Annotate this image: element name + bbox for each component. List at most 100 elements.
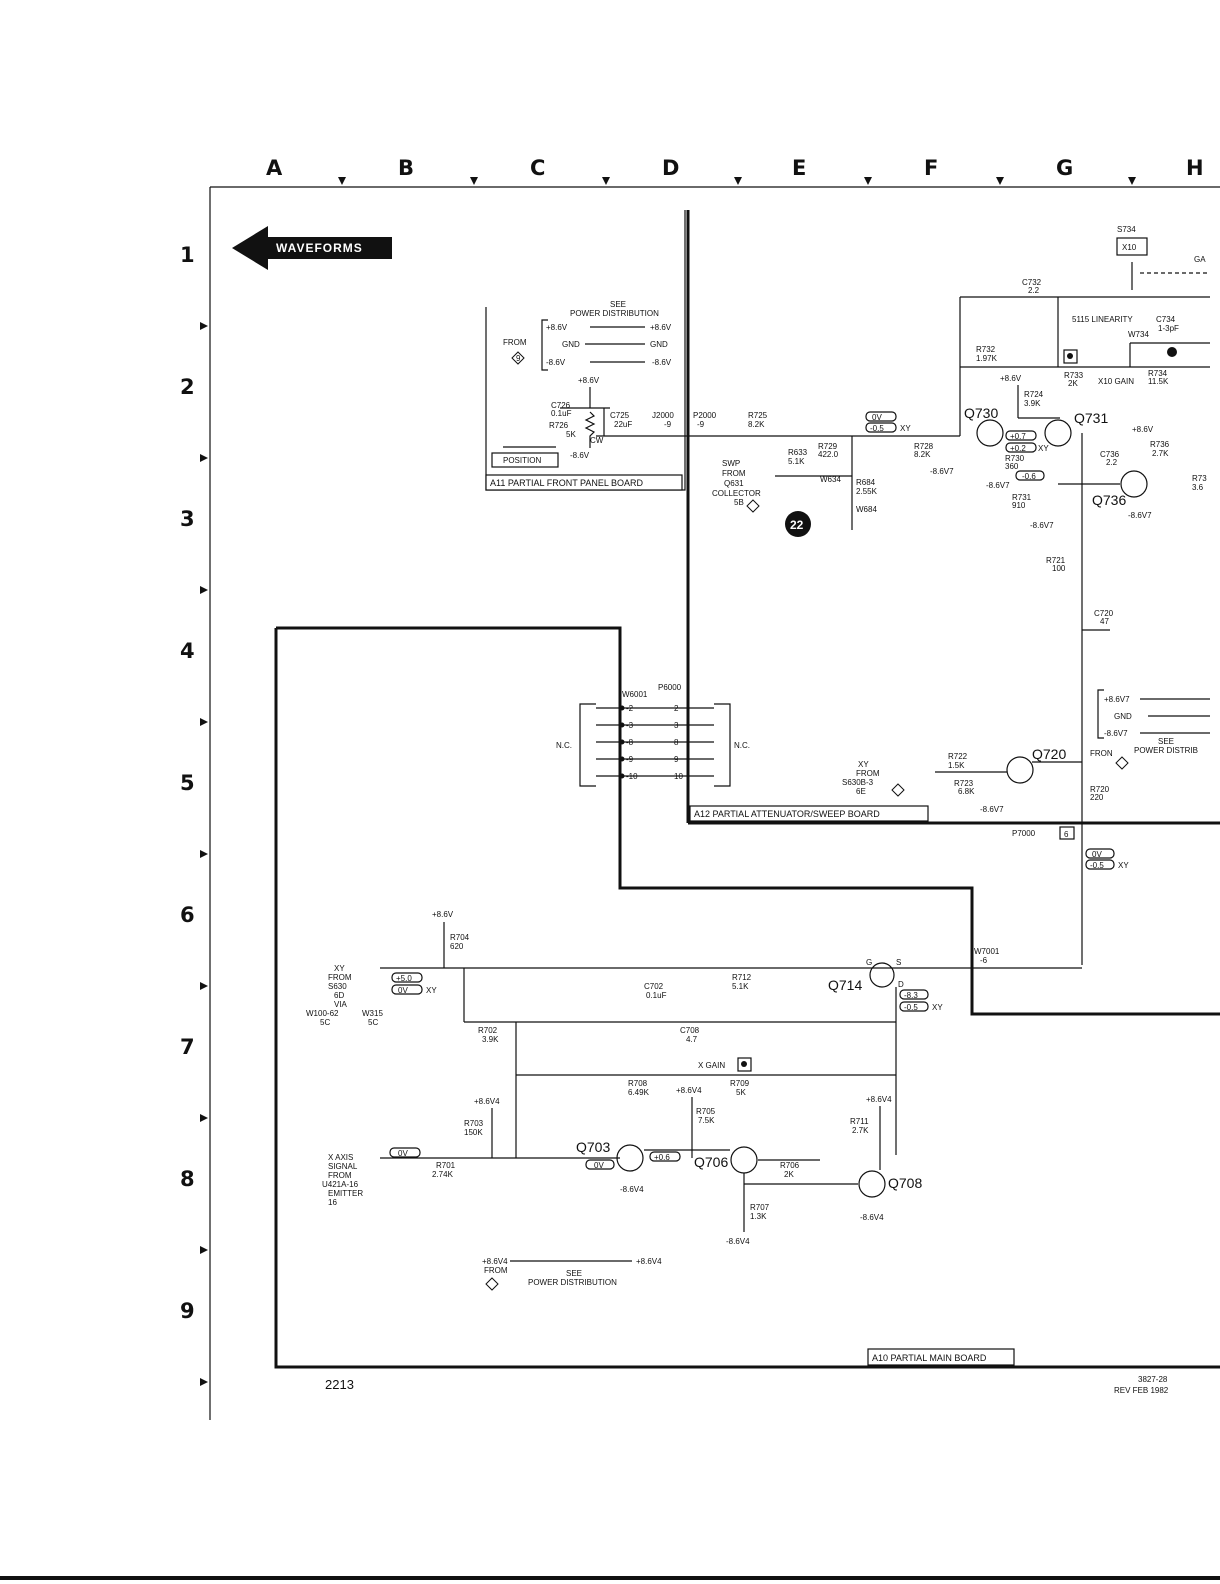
svg-text:-9: -9 <box>664 420 672 429</box>
svg-text:C726: C726 <box>551 401 571 410</box>
svg-text:Q703: Q703 <box>576 1139 610 1155</box>
svg-text:W315: W315 <box>362 1009 383 1018</box>
svg-text:-8.6V7: -8.6V7 <box>980 805 1004 814</box>
svg-text:R730: R730 <box>1005 454 1025 463</box>
column-tick <box>734 177 742 185</box>
svg-text:XY: XY <box>858 760 869 769</box>
waveforms-arrow[interactable]: WAVEFORMS <box>232 226 392 270</box>
svg-text:CW: CW <box>590 436 604 445</box>
svg-text:+0.6: +0.6 <box>654 1153 670 1162</box>
svg-text:11.5K: 11.5K <box>1148 377 1169 386</box>
svg-text:100: 100 <box>1052 564 1066 573</box>
svg-text:8.2K: 8.2K <box>748 420 765 429</box>
column-label: B <box>398 156 414 180</box>
position-control[interactable]: POSITION <box>491 446 559 468</box>
svg-text:2K: 2K <box>784 1170 794 1179</box>
x-axis-signal-label: 16 <box>328 1198 337 1207</box>
pin-label: -10 <box>626 772 638 781</box>
svg-text:-8.6V7: -8.6V7 <box>930 467 954 476</box>
svg-text:-8.3: -8.3 <box>904 991 918 1000</box>
column-label: D <box>662 156 679 180</box>
svg-text:6: 6 <box>1064 830 1069 839</box>
svg-text:R702: R702 <box>478 1026 498 1035</box>
svg-text:+8.6V4: +8.6V4 <box>636 1257 662 1266</box>
column-tick <box>602 177 610 185</box>
x-axis-signal-label: U421A-16 <box>322 1180 359 1189</box>
row-tick <box>200 586 208 594</box>
svg-text:R736: R736 <box>1150 440 1170 449</box>
svg-text:R731: R731 <box>1012 493 1032 502</box>
attenuator-board-label: A12 PARTIAL ATTENUATOR/SWEEP BOARD <box>694 809 880 819</box>
svg-text:+0.2: +0.2 <box>1010 444 1026 453</box>
svg-text:1.5K: 1.5K <box>948 761 965 770</box>
column-label: F <box>924 156 938 180</box>
svg-text:G: G <box>866 958 872 967</box>
svg-text:5C: 5C <box>368 1018 378 1027</box>
svg-text:-8.6V7: -8.6V7 <box>986 481 1010 490</box>
svg-text:R732: R732 <box>976 345 996 354</box>
svg-text:2.2: 2.2 <box>1028 286 1040 295</box>
svg-text:P2000: P2000 <box>693 411 717 420</box>
svg-text:R708: R708 <box>628 1079 648 1088</box>
svg-text:R684: R684 <box>856 478 876 487</box>
front-panel-board-label: A11 PARTIAL FRONT PANEL BOARD <box>490 478 644 488</box>
svg-text:1.3K: 1.3K <box>750 1212 767 1221</box>
svg-text:+8.6V: +8.6V <box>1132 425 1154 434</box>
svg-text:+8.6V: +8.6V <box>1000 374 1022 383</box>
x-axis-signal-label: SIGNAL <box>328 1162 358 1171</box>
svg-text:1-3pF: 1-3pF <box>1158 324 1179 333</box>
svg-text:S: S <box>896 958 901 967</box>
svg-text:GND: GND <box>562 340 580 349</box>
svg-text:2.7K: 2.7K <box>852 1126 869 1135</box>
column-tick <box>996 177 1004 185</box>
x-axis-signal-label: FROM <box>328 1171 352 1180</box>
svg-text:Q730: Q730 <box>964 405 998 421</box>
svg-text:2K: 2K <box>1068 379 1078 388</box>
svg-text:3.6: 3.6 <box>1192 483 1204 492</box>
svg-text:N.C.: N.C. <box>734 741 750 750</box>
row-tick <box>200 1378 208 1386</box>
svg-text:R712: R712 <box>732 973 752 982</box>
svg-text:Q708: Q708 <box>888 1175 922 1191</box>
svg-text:-8.6V7: -8.6V7 <box>1104 729 1128 738</box>
svg-text:POWER DISTRIBUTION: POWER DISTRIBUTION <box>570 309 659 318</box>
column-tick <box>470 177 478 185</box>
svg-text:2.7K: 2.7K <box>1152 449 1169 458</box>
svg-text:S734: S734 <box>1117 225 1136 234</box>
waveforms-label: WAVEFORMS <box>276 241 363 255</box>
svg-text:+8.6V4: +8.6V4 <box>676 1086 702 1095</box>
svg-text:C702: C702 <box>644 982 664 991</box>
diagram-number: 2213 <box>325 1377 354 1392</box>
footer: 2213 3827-28 REV FEB 1982 <box>325 1375 1169 1395</box>
column-label: A <box>266 156 283 180</box>
column-tick <box>1128 177 1136 185</box>
svg-text:360: 360 <box>1005 462 1019 471</box>
svg-text:S630B-3: S630B-3 <box>842 778 874 787</box>
svg-text:GA: GA <box>1194 255 1206 264</box>
svg-text:-6: -6 <box>980 956 988 965</box>
svg-text:N.C.: N.C. <box>556 741 572 750</box>
svg-text:XY: XY <box>932 1003 943 1012</box>
svg-text:FRON: FRON <box>1090 749 1113 758</box>
svg-text:P7000: P7000 <box>1012 829 1036 838</box>
svg-text:VIA: VIA <box>334 1000 348 1009</box>
svg-text:R733: R733 <box>1064 371 1084 380</box>
front-panel-board: A11 PARTIAL FRONT PANEL BOARD <box>485 210 690 823</box>
svg-text:R707: R707 <box>750 1203 770 1212</box>
svg-text:R711: R711 <box>850 1117 869 1126</box>
svg-text:6.49K: 6.49K <box>628 1088 650 1097</box>
row-tick <box>200 850 208 858</box>
sweep-input: SWP FROM Q631 COLLECTOR 5B R633 5.1K R72… <box>712 436 878 537</box>
row-label: 4 <box>180 639 195 663</box>
svg-text:SEE: SEE <box>610 300 626 309</box>
svg-text:R723: R723 <box>954 779 974 788</box>
svg-text:0.1uF: 0.1uF <box>646 991 667 1000</box>
power-distribution-top: SEE POWER DISTRIBUTION +8.6V +8.6V GND G… <box>503 300 672 371</box>
svg-text:-8.6V: -8.6V <box>652 358 672 367</box>
svg-text:R721: R721 <box>1046 556 1066 565</box>
row-label: 8 <box>180 1167 195 1191</box>
svg-text:-0.5: -0.5 <box>904 1003 918 1012</box>
row-label: 7 <box>180 1035 195 1059</box>
svg-text:6.8K: 6.8K <box>958 787 975 796</box>
